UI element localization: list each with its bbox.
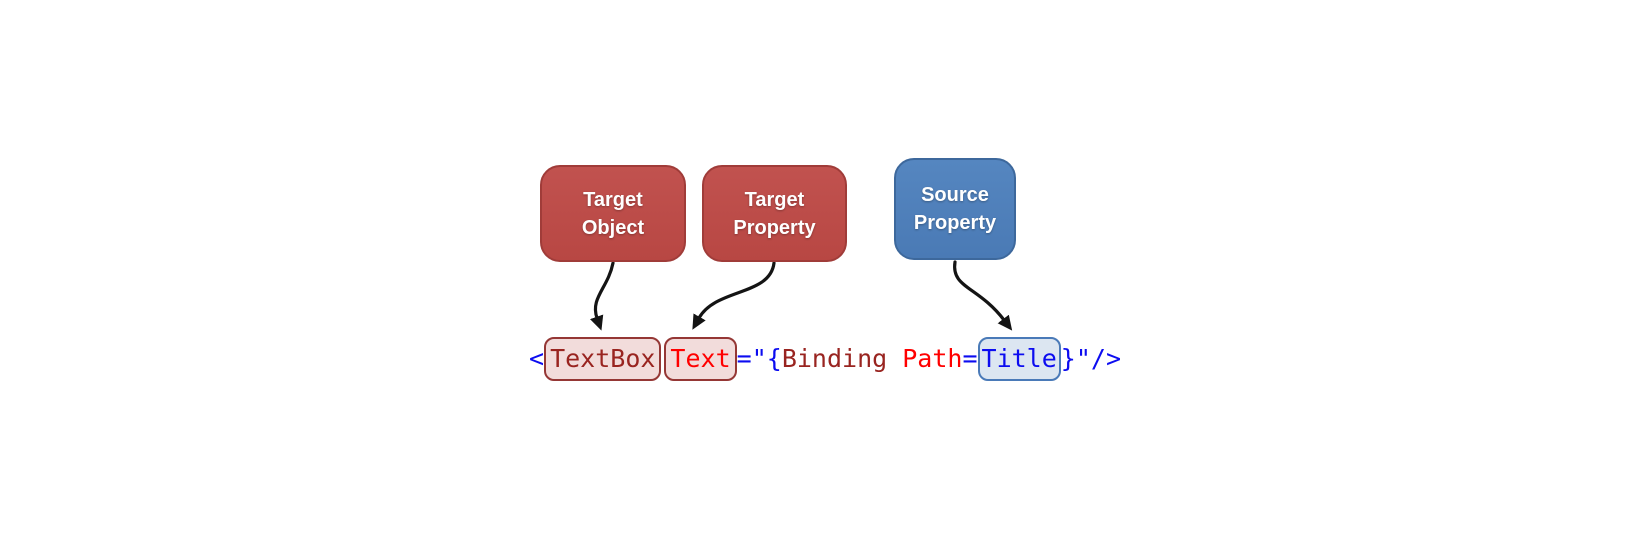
node-target-object-line1: Target bbox=[583, 188, 643, 211]
code-chip-text: Text bbox=[664, 336, 737, 381]
code-token-text: Text bbox=[670, 344, 731, 373]
node-target-object: Target Object bbox=[540, 165, 686, 262]
code-close-brace: } bbox=[1060, 344, 1076, 373]
node-target-object-line2: Object bbox=[581, 216, 645, 239]
code-token-textbox: TextBox bbox=[550, 344, 656, 373]
code-chip-title: Title bbox=[977, 336, 1061, 381]
node-target-property: Target Property bbox=[702, 165, 847, 262]
arrow-target-property-to-text bbox=[692, 261, 776, 330]
code-equals-quote: =" bbox=[736, 344, 767, 373]
code-space bbox=[887, 346, 902, 371]
arrow-target-object-to-textbox bbox=[589, 261, 615, 331]
code-token-title: Title bbox=[981, 344, 1057, 373]
code-open-angle: < bbox=[529, 344, 545, 373]
code-close-quote-tag: "/> bbox=[1075, 344, 1121, 373]
node-source-property-line1: Source bbox=[921, 184, 989, 206]
code-token-binding: Binding bbox=[781, 344, 888, 373]
node-target-property-line1: Target bbox=[744, 188, 805, 211]
code-open-brace: { bbox=[766, 344, 782, 373]
code-equals: = bbox=[962, 344, 978, 373]
node-target-property-line2: Property bbox=[733, 216, 816, 239]
node-source-property-line2: Property bbox=[913, 212, 997, 234]
code-line: < TextBox Text =" { Binding Path = Title… bbox=[529, 336, 1121, 381]
code-chip-textbox: TextBox bbox=[544, 336, 662, 381]
code-token-path: Path bbox=[902, 344, 963, 373]
node-source-property: Source Property bbox=[894, 158, 1016, 260]
arrow-source-property-to-title bbox=[953, 260, 1013, 331]
